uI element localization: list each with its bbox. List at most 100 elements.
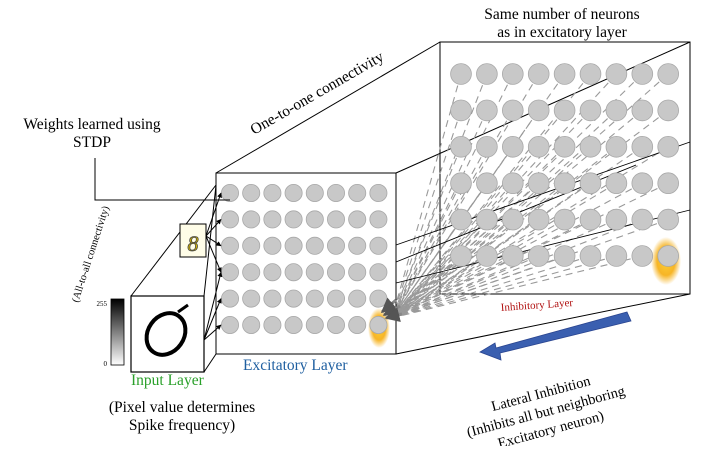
inhibitory-neuron	[553, 99, 576, 122]
inhibitory-neuron	[450, 208, 472, 231]
inhibitory-neuron	[605, 172, 628, 195]
excitatory-neuron	[369, 236, 388, 255]
inhibitory-neuron	[605, 99, 628, 122]
inhibition-origin-arrows	[380, 297, 403, 323]
input-prism	[130, 184, 217, 373]
excitatory-neuron	[220, 210, 239, 229]
inhibitory-neuron	[579, 99, 602, 122]
same-neurons-line2: as in excitatory layer	[497, 23, 627, 41]
inhibitory-neuron	[476, 172, 498, 195]
inhibitory-neuron	[476, 63, 498, 85]
weights-line1: Weights learned using	[23, 116, 161, 133]
colorbar-max: 255	[97, 300, 108, 308]
excitatory-neuron	[305, 183, 324, 202]
inhibitory-layer-label: Inhibitory Layer	[500, 297, 573, 314]
excitatory-neuron	[284, 210, 303, 229]
excitatory-neuron	[220, 183, 239, 202]
weight-digit: 8	[188, 231, 199, 256]
lateral-inhibition-line	[391, 73, 488, 319]
lateral-inhibition-line	[391, 73, 462, 319]
inhibitory-neuron	[501, 172, 524, 195]
excitatory-neuron	[220, 289, 239, 308]
lateral-inhibition-line	[391, 219, 462, 319]
inhibitory-neuron	[476, 99, 498, 122]
inhibitory-neuron	[631, 245, 654, 267]
input-connection-arrow	[203, 298, 222, 341]
excitatory-neuron	[220, 315, 239, 334]
excitatory-neuron	[284, 289, 303, 308]
excitatory-neuron	[263, 183, 282, 202]
lateral-inhibition-line	[391, 73, 514, 319]
inhibitory-neuron	[631, 63, 654, 85]
lateral-inhibition-line	[391, 146, 591, 319]
inhibitory-neuron	[631, 99, 654, 122]
lateral-inhibition-line	[391, 182, 591, 319]
excitatory-neuron	[348, 315, 367, 334]
excitatory-neuron	[284, 236, 303, 255]
input-connection-arrow	[203, 271, 223, 341]
lateral-inhibition-line	[391, 219, 540, 319]
lateral-inhibition-line	[391, 146, 488, 319]
lateral-inhibition-line	[391, 219, 617, 319]
excitatory-neuron	[305, 289, 324, 308]
inhibitory-neuron	[631, 172, 654, 195]
inhibitory-neuron	[579, 63, 602, 85]
all-to-all-label: (All-to-all connectivity)	[70, 204, 112, 304]
lateral-inhibition-line	[391, 110, 462, 319]
excitatory-neuron	[220, 263, 239, 282]
pixel-note-line1: (Pixel value determines	[108, 399, 256, 416]
weights-line2: STDP	[73, 133, 111, 151]
lateral-inhibition-line	[391, 182, 617, 319]
lateral-inhibition-line	[391, 255, 514, 319]
inhibitory-neuron	[450, 136, 472, 158]
inhibitory-neuron	[579, 136, 602, 158]
inhibitory-neuron	[476, 245, 498, 267]
excitatory-neuron	[305, 315, 324, 334]
inhibitory-neuron	[605, 136, 628, 158]
inhibitory-neuron	[657, 136, 679, 158]
input-connection-arrow	[205, 219, 222, 237]
input-layer-label: Input Layer	[131, 372, 204, 389]
inhibitory-neuron	[450, 172, 472, 195]
input-connection-arrow	[205, 235, 222, 273]
inhibitory-neuron	[501, 99, 524, 122]
inhibitory-neuron	[527, 172, 550, 195]
excitatory-neuron	[284, 183, 303, 202]
inhibitory-neuron	[631, 136, 654, 158]
one-to-one-line	[395, 141, 691, 246]
inhibitory-neuron	[579, 172, 602, 195]
lateral-inhibition-line	[391, 182, 488, 319]
input-connection-arrow	[205, 235, 222, 247]
same-neurons-label: Same number of neurons as in excitatory …	[462, 6, 662, 42]
inhibitory-neuron	[501, 245, 524, 267]
excitatory-neuron	[369, 263, 388, 282]
weights-label: Weights learned using STDP	[8, 116, 176, 152]
excitatory-neuron-grid	[220, 183, 388, 334]
lateral-inhibition-line	[391, 219, 643, 319]
pixel-note: (Pixel value determines Spike frequency)	[82, 399, 282, 435]
input-connection-arrow	[203, 324, 222, 341]
excitatory-neuron	[263, 315, 282, 334]
excitatory-neuron	[326, 236, 345, 255]
lateral-inhibition-line	[391, 255, 488, 319]
weight-patch: 8	[179, 223, 207, 258]
lateral-inhibition-line	[391, 219, 565, 319]
inhibitory-neuron	[657, 172, 679, 195]
inhibitory-neuron	[553, 63, 576, 85]
excitatory-neuron	[242, 289, 261, 308]
same-neurons-line1: Same number of neurons	[484, 6, 640, 23]
inhibitory-neuron	[476, 208, 498, 231]
lateral-inhibition-line	[391, 255, 617, 319]
excitatory-neuron	[369, 315, 388, 334]
lateral-inhibition-arrow	[479, 311, 632, 361]
inhibitory-neuron	[501, 136, 524, 158]
colorbar-min: 0	[104, 360, 108, 368]
inhibitory-neuron	[476, 136, 498, 158]
inhibitory-neuron	[450, 63, 472, 85]
inhibitory-neuron	[657, 99, 679, 122]
lateral-inhibition-line	[391, 255, 591, 319]
excitatory-neuron	[348, 263, 367, 282]
inhibitory-neuron-grid	[450, 63, 679, 267]
excitatory-neuron	[242, 236, 261, 255]
